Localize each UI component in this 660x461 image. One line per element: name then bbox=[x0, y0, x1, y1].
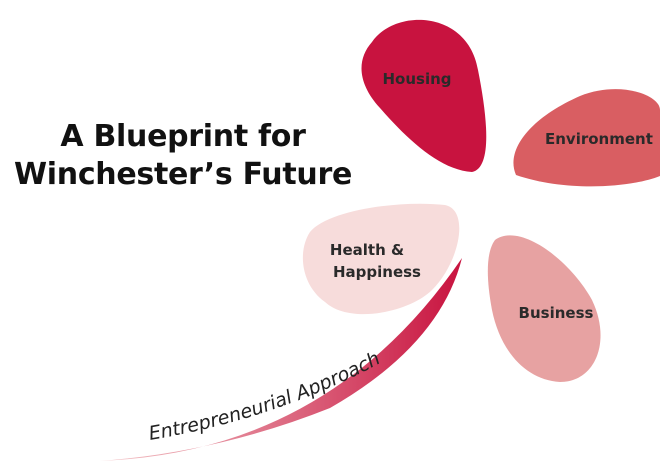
petal-label-health: Health & bbox=[330, 241, 404, 259]
petal-business: Business bbox=[487, 235, 601, 382]
title-line-1: A Blueprint for bbox=[60, 119, 306, 154]
entrepreneurial-arc bbox=[100, 258, 462, 461]
petal-label-happiness: Happiness bbox=[333, 263, 421, 281]
title-line-2: Winchester’s Future bbox=[13, 157, 352, 192]
petal-label-housing: Housing bbox=[382, 70, 451, 88]
petal-label-business: Business bbox=[519, 304, 594, 322]
petal-health-happiness: Health & Happiness bbox=[302, 203, 460, 315]
petal-label-environment: Environment bbox=[545, 130, 653, 148]
petal-environment: Environment bbox=[513, 89, 660, 187]
petal-housing: Housing bbox=[361, 19, 487, 172]
page-title: A Blueprint for Winchester’s Future bbox=[8, 118, 358, 194]
